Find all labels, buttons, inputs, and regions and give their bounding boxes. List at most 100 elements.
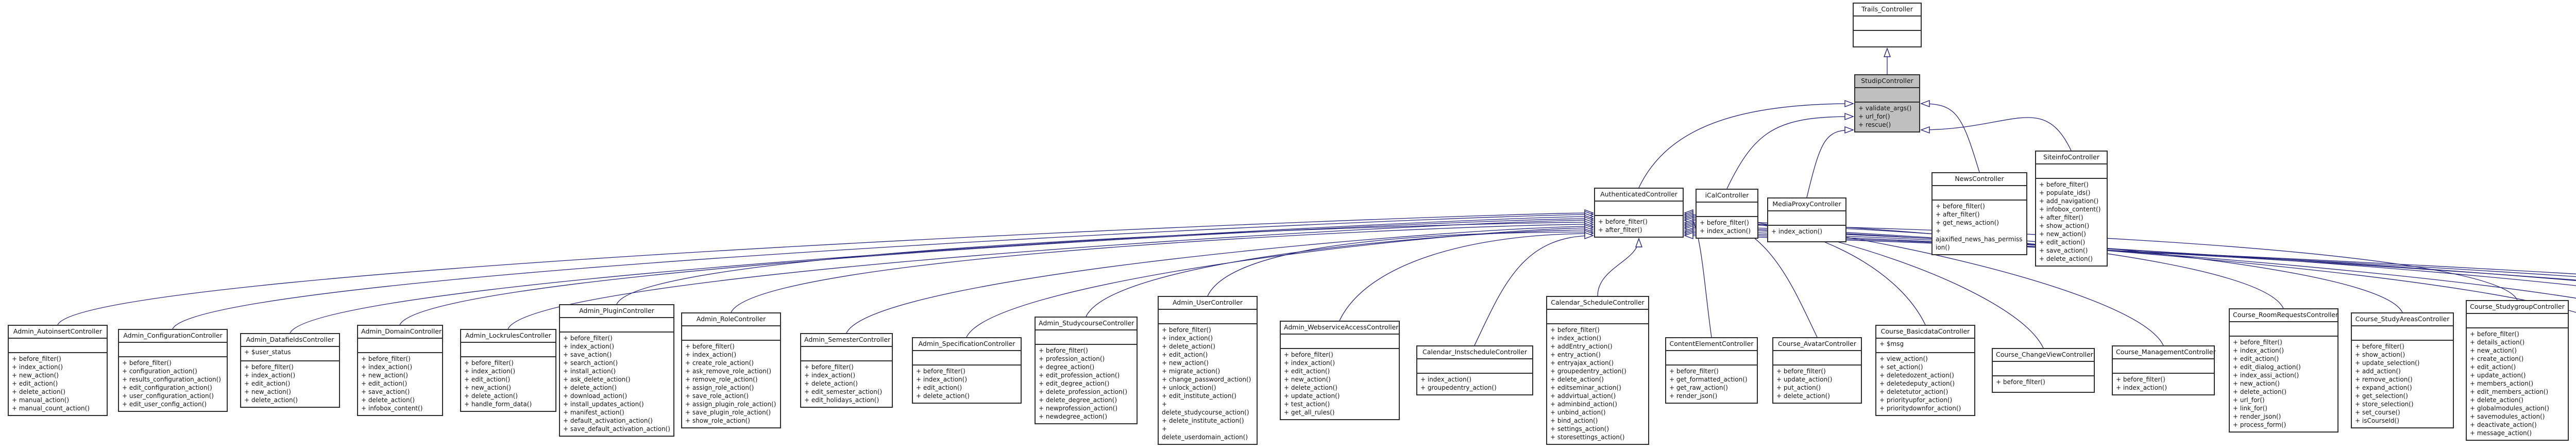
method: + index_action()	[244, 372, 295, 379]
class-Admin_DatafieldsController[interactable]: Admin_DatafieldsController + $user_statu…	[240, 333, 340, 408]
class-Course_ChangeViewController[interactable]: Course_ChangeViewController + before_fil…	[1992, 348, 2095, 393]
class-methods: + before_filter()+ index_action()+ addEn…	[1547, 324, 1648, 444]
generalization-edge	[1474, 236, 1593, 346]
method: + newprofession_action()	[1039, 405, 1117, 412]
class-attributes	[358, 339, 442, 353]
method: + before_filter()	[1700, 219, 1749, 226]
method: + editseminar_action()	[1550, 384, 1621, 391]
class-Course_BasicdataController[interactable]: Course_BasicdataController + $msg + view…	[1875, 325, 1975, 416]
method: + remove_role_action()	[685, 376, 758, 383]
class-attributes	[1417, 359, 1532, 374]
class-methods: + before_filter()+ update_action()+ put_…	[1773, 366, 1861, 403]
class-Course_ManagementController[interactable]: Course_ManagementController + before_fil…	[2112, 345, 2216, 395]
attribute: + $user_status	[244, 349, 291, 356]
method: + delete_action()	[1550, 376, 1604, 383]
generalization-edge	[172, 214, 1593, 329]
generalization-edge	[507, 220, 1593, 329]
class-name: Admin_SpecificationController	[913, 338, 1021, 351]
class-methods: + validate_args()+ url_for()+ rescue()	[1855, 103, 1919, 131]
class-Admin_ConfigurationController[interactable]: Admin_ConfigurationController + before_f…	[118, 329, 228, 412]
generalization-edge	[399, 219, 1593, 325]
method: + bind_action()	[1550, 417, 1598, 424]
class-Admin_SemesterController[interactable]: Admin_SemesterController + before_filter…	[800, 333, 893, 408]
method: + delete_action()	[1162, 343, 1215, 350]
method: + edit_members_action()	[2470, 388, 2549, 395]
class-Admin_UserController[interactable]: Admin_UserController + before_filter()+ …	[1158, 296, 1258, 445]
method: + delete_action()	[1284, 384, 1337, 391]
method: + edit_action()	[464, 376, 511, 383]
class-Course_RoomRequestsController[interactable]: Course_RoomRequestsController + before_f…	[2229, 308, 2338, 433]
class-attributes	[9, 339, 107, 353]
method: + before_filter()	[122, 359, 172, 367]
class-NewsController[interactable]: NewsController + before_filter()+ after_…	[1931, 172, 2027, 255]
class-Admin_RoleController[interactable]: Admin_RoleController + before_filter() + …	[681, 312, 781, 428]
method: + delete_userdomain_action()	[1162, 425, 1248, 441]
class-attributes	[1159, 310, 1257, 324]
class-Trails_Controller[interactable]: Trails_Controller	[1853, 3, 1922, 47]
method: + before_filter()	[2233, 339, 2282, 346]
method: + message_action()	[2470, 429, 2532, 437]
method: + results_configuration_action()	[122, 376, 221, 383]
method: + details_action()	[2470, 339, 2525, 346]
method: + ask_delete_action()	[563, 376, 631, 383]
class-Admin_LockrulesController[interactable]: Admin_LockrulesController + before_filte…	[460, 329, 556, 412]
generalization-edge	[1086, 230, 1593, 317]
class-methods: + before_filter()+ index_action()+ delet…	[1159, 324, 1257, 444]
class-Course_StudygroupController[interactable]: Course_StudygroupController + before_fil…	[2466, 300, 2569, 441]
class-Admin_PluginController[interactable]: Admin_PluginController + before_filter()…	[559, 304, 674, 437]
method: + new_action()	[12, 372, 59, 379]
method: + add_action()	[2355, 368, 2401, 375]
class-StudipController[interactable]: StudipController + validate_args()+ url_…	[1854, 74, 1920, 132]
class-attributes	[2230, 322, 2337, 337]
class-methods: + before_filter()+ index_action()+ edit_…	[1281, 349, 1399, 419]
method: + before_filter()	[1550, 326, 1600, 334]
generalization-edge	[1806, 130, 1853, 198]
method: + before_filter()	[563, 335, 613, 342]
method: + link_for()	[2233, 405, 2267, 412]
method: + before_filter()	[1669, 368, 1719, 375]
generalization-edge	[1726, 117, 1853, 189]
class-AuthenticatedController[interactable]: AuthenticatedController + before_filter(…	[1594, 188, 1684, 238]
class-Course_AvatarController[interactable]: Course_AvatarController + before_filter(…	[1772, 337, 1862, 404]
method: + render_json()	[1669, 392, 1718, 400]
class-methods: + before_filter()+ after_filter()	[1595, 216, 1683, 237]
method: + migrate_action()	[1162, 368, 1221, 375]
class-Admin_AutoinsertController[interactable]: Admin_AutoinsertController + before_filt…	[8, 325, 108, 416]
class-name: AuthenticatedController	[1595, 189, 1683, 202]
method: + create_role_action()	[685, 359, 754, 367]
method: + edit_holidays_action()	[804, 396, 879, 404]
method: + after_filter()	[1598, 226, 1642, 234]
method: + edit_action()	[361, 380, 408, 387]
class-MediaProxyController[interactable]: MediaProxyController + index_action()	[1767, 197, 1846, 242]
class-name: Admin_RoleController	[682, 313, 780, 326]
class-methods: + index_action()	[1768, 226, 1845, 241]
class-iCalController[interactable]: iCalController + before_filter()+ index_…	[1696, 189, 1758, 239]
class-Calendar_ScheduleController[interactable]: Calendar_ScheduleController + before_fil…	[1546, 296, 1649, 445]
class-name: Course_AvatarController	[1773, 338, 1861, 351]
method: + delete_action()	[1776, 392, 1830, 400]
method: + before_filter()	[1162, 326, 1211, 334]
class-Admin_DomainController[interactable]: Admin_DomainController + before_filter()…	[357, 325, 443, 416]
class-attributes	[1993, 362, 2094, 376]
class-name: Admin_UserController	[1159, 297, 1257, 310]
method: + before_filter()	[1284, 351, 1333, 358]
method: + before_filter()	[685, 343, 735, 350]
method: + before_filter()	[244, 363, 294, 371]
class-Admin_WebserviceAccessController[interactable]: Admin_WebserviceAccessController + befor…	[1280, 321, 1400, 420]
method: + edit_action()	[2470, 363, 2516, 371]
class-attributes	[1036, 330, 1137, 345]
method: + isCourseId()	[2355, 417, 2399, 424]
class-methods: + before_filter()+ index_action()+ save_…	[560, 333, 673, 436]
class-Course_StudyAreasController[interactable]: Course_StudyAreasController + before_fil…	[2351, 312, 2454, 428]
class-Admin_SpecificationController[interactable]: Admin_SpecificationController + before_f…	[912, 337, 1022, 404]
method: + before_filter()	[1039, 347, 1088, 354]
class-ContentElementController[interactable]: ContentElementController + before_filter…	[1665, 337, 1758, 404]
attribute: + $msg	[1879, 340, 1904, 347]
class-Admin_StudycourseController[interactable]: Admin_StudycourseController + before_fil…	[1035, 317, 1138, 424]
method: + update_action()	[1284, 392, 1340, 400]
method: + expand_action()	[2355, 384, 2412, 391]
class-Calendar_InstscheduleController[interactable]: Calendar_InstscheduleController + index_…	[1416, 345, 1533, 395]
method: + before_filter()	[1776, 368, 1826, 375]
class-SiteinfoController[interactable]: SiteinfoController + before_filter()+ po…	[2035, 151, 2108, 267]
method: + new_action()	[1284, 376, 1331, 383]
